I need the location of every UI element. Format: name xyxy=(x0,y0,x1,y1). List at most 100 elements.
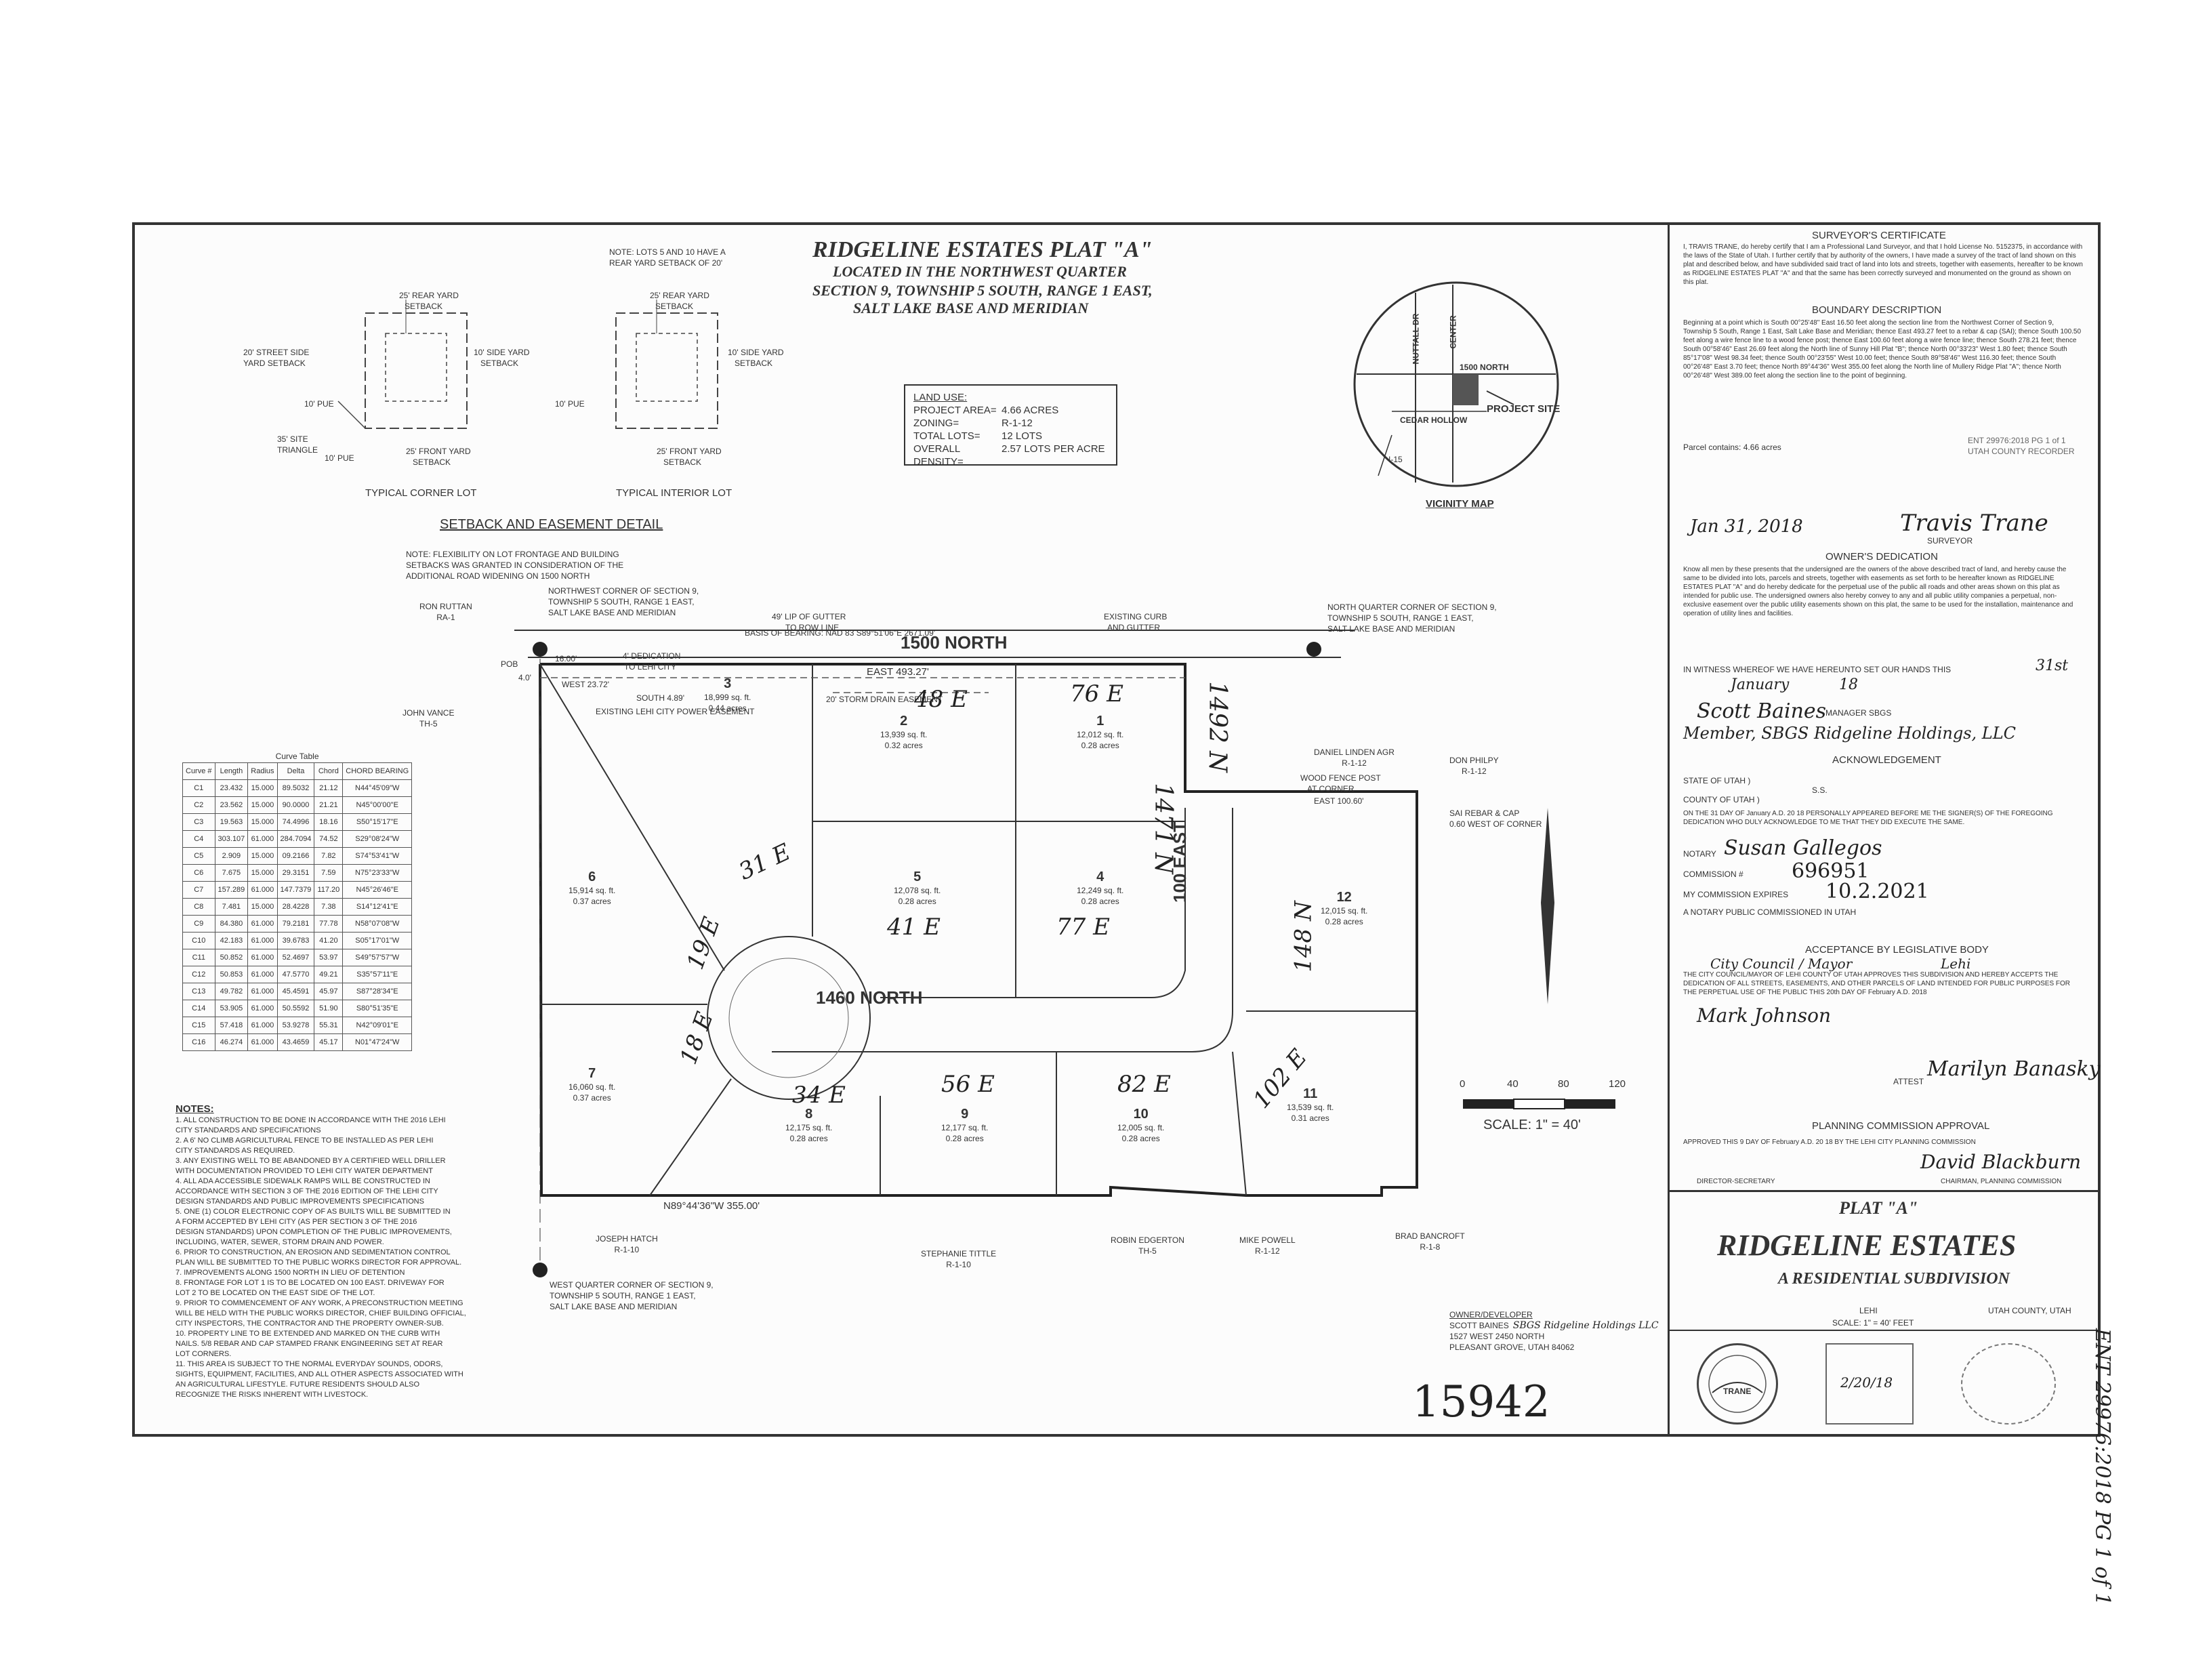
plat-a-label: PLAT "A" xyxy=(1839,1198,1918,1218)
curve-table-cell: 23.432 xyxy=(214,779,249,797)
curve-table-cell: 15.000 xyxy=(247,864,278,882)
note-line: RECOGNIZE THE RISKS INHERENT WITH LIVEST… xyxy=(176,1391,369,1399)
wq-corner-2: TOWNSHIP 5 SOUTH, RANGE 1 EAST, xyxy=(550,1291,696,1300)
lot-1: 1 12,012 sq. ft. 0.28 acres xyxy=(1077,714,1124,750)
title-block-divider xyxy=(1670,1190,2098,1192)
corner-front-yard: 25' FRONT YARD xyxy=(406,447,471,456)
curve-table-cell: 42.183 xyxy=(214,932,249,949)
state-line: STATE OF UTAH ) xyxy=(1683,776,1751,785)
rebar-west: 0.60 WEST OF CORNER xyxy=(1449,819,1542,829)
note-line: CITY INSPECTORS, THE CONTRACTOR AND THE … xyxy=(176,1319,444,1328)
location-lehi: LEHI xyxy=(1859,1306,1878,1315)
dedication-to-lehi: TO LEHI CITY xyxy=(624,662,677,672)
commission-label: COMMISSION # xyxy=(1683,869,1743,879)
vicinity-map-drawing xyxy=(1353,281,1559,487)
title-block-divider xyxy=(1670,1330,2098,1331)
witness-year: 18 xyxy=(1839,676,1858,693)
curve-table-cell: C10 xyxy=(182,932,215,949)
curve-table-cell: S05°17'01"W xyxy=(342,932,413,949)
member-signature: Member, SBGS Ridgeline Holdings, LLC xyxy=(1683,724,2017,743)
curve-table-cell: 61.000 xyxy=(247,949,278,966)
curve-table-cell: 52.4697 xyxy=(276,949,315,966)
curve-table-cell: 284.7094 xyxy=(276,830,315,848)
nw-corner-3: SALT LAKE BASE AND MERIDIAN xyxy=(548,608,676,617)
curve-table-cell: 303.107 xyxy=(214,830,249,848)
lot-5: 5 12,078 sq. ft. 0.28 acres xyxy=(894,869,941,906)
interior-rear-yard: 25' REAR YARD xyxy=(650,291,709,300)
planning-title: PLANNING COMMISSION APPROVAL xyxy=(1812,1120,1990,1132)
wq-corner-3: SALT LAKE BASE AND MERIDIAN xyxy=(550,1302,678,1311)
existing-gutter: AND GUTTER xyxy=(1107,623,1160,632)
curve-table-header: Curve # Length Radius Delta Chord CHORD … xyxy=(182,762,413,780)
title-block-scale: SCALE: 1" = 40' FEET xyxy=(1832,1318,1914,1328)
scale-label: SCALE: 1" = 40' xyxy=(1483,1118,1581,1132)
owner-dedication-title: OWNER'S DEDICATION xyxy=(1825,551,1938,562)
curve-table-cell: 21.21 xyxy=(314,796,344,814)
curve-table-cell: 53.9278 xyxy=(276,1017,315,1034)
curve-table-cell: 45.17 xyxy=(314,1033,344,1051)
curve-table-cell: S35°57'11"E xyxy=(342,966,413,983)
curve-table-cell: 117.20 xyxy=(314,881,344,899)
note-line: PLAN WILL BE SUBMITTED TO THE PUBLIC WOR… xyxy=(176,1258,462,1267)
curve-table-cell: 50.852 xyxy=(214,949,249,966)
county-line: COUNTY OF UTAH ) xyxy=(1683,795,1760,804)
curve-table-cell: 61.000 xyxy=(247,1017,278,1034)
note-line: 8. FRONTAGE FOR LOT 1 IS TO BE LOCATED O… xyxy=(176,1279,445,1287)
scale-tick: 120 xyxy=(1609,1078,1626,1090)
curve-table-cell: 49.21 xyxy=(314,966,344,983)
wood-fence-corner: AT CORNER xyxy=(1307,784,1355,794)
site-triangle-2: TRIANGLE xyxy=(277,445,318,455)
curve-table-cell: S14°12'41"E xyxy=(342,898,413,916)
curve-table-cell: C15 xyxy=(182,1017,215,1034)
note-line: 6. PRIOR TO CONSTRUCTION, AN EROSION AND… xyxy=(176,1248,451,1256)
curve-table-cell: 19.563 xyxy=(214,813,249,831)
corner-side-yard: 10' SIDE YARD xyxy=(474,348,530,357)
note-line: ACCORDANCE WITH SECTION 3 OF THE 2016 ED… xyxy=(176,1187,438,1195)
curve-table-cell: C3 xyxy=(182,813,215,831)
curve-table-cell: C12 xyxy=(182,966,215,983)
note-line: LOT CORNERS. xyxy=(176,1350,232,1358)
land-use-header: LAND USE: xyxy=(913,392,968,403)
address-hand: 56 E xyxy=(941,1071,995,1098)
rebar-cap: SAI REBAR & CAP xyxy=(1449,808,1520,818)
note-line: CITY STANDARDS AND SPECIFICATIONS xyxy=(176,1126,321,1134)
address-hand: 76 E xyxy=(1070,680,1123,708)
address-hand: 34 E xyxy=(792,1082,846,1109)
curve-table-cell: 29.3151 xyxy=(276,864,315,882)
curve-table-cell: 15.000 xyxy=(247,898,278,916)
curve-table-cell: N45°26'46"E xyxy=(342,881,413,899)
nw-corner-1: NORTHWEST CORNER OF SECTION 9, xyxy=(548,586,699,596)
basis-of-bearing: BASIS OF BEARING: NAD 83 S89°51'06"E 267… xyxy=(745,628,936,638)
project-subtitle: A RESIDENTIAL SUBDIVISION xyxy=(1778,1270,2010,1288)
curve-table-cell: 61.000 xyxy=(247,932,278,949)
surveyor-label: SURVEYOR xyxy=(1927,536,1973,546)
corner-pue-2: 10' PUE xyxy=(325,453,354,463)
curve-table-cell: N58°07'08"W xyxy=(342,915,413,933)
boundary-text: Beginning at a point which is South 00°2… xyxy=(1683,319,2082,380)
side-record-stamp: ENT 29976:2018 PG 1 of 1 xyxy=(2090,1328,2114,1606)
curve-table-title: Curve Table xyxy=(275,752,319,761)
setback-drawing xyxy=(337,300,718,429)
curve-table-cell: C9 xyxy=(182,915,215,933)
curve-table-cell: 15.000 xyxy=(247,796,278,814)
note-line: 10. PROPERTY LINE TO BE EXTENDED AND MAR… xyxy=(176,1330,440,1338)
note-line: LOT 2 TO BE LOCATED ON THE EAST SIDE OF … xyxy=(176,1289,375,1297)
curve-table-cell: S74°53'41"W xyxy=(342,847,413,865)
curve-table-cell: N42°09'01"E xyxy=(342,1017,413,1034)
note-line: CITY STANDARDS AS REQUIRED. xyxy=(176,1147,295,1155)
note-line: 9. PRIOR TO COMMENCEMENT OF ANY WORK, A … xyxy=(176,1299,463,1307)
flex-note-3: ADDITIONAL ROAD WIDENING ON 1500 NORTH xyxy=(406,571,590,581)
curve-table-cell: N45°00'00"E xyxy=(342,796,413,814)
note-line: 7. IMPROVEMENTS ALONG 1500 NORTH IN LIEU… xyxy=(176,1269,405,1277)
curve-table-cell: 79.2181 xyxy=(276,915,315,933)
flex-note-2: SETBACKS WAS GRANTED IN CONSIDERATION OF… xyxy=(406,560,624,570)
interior-side-setback: SETBACK xyxy=(735,358,773,368)
curve-table-cell: 50.853 xyxy=(214,966,249,983)
